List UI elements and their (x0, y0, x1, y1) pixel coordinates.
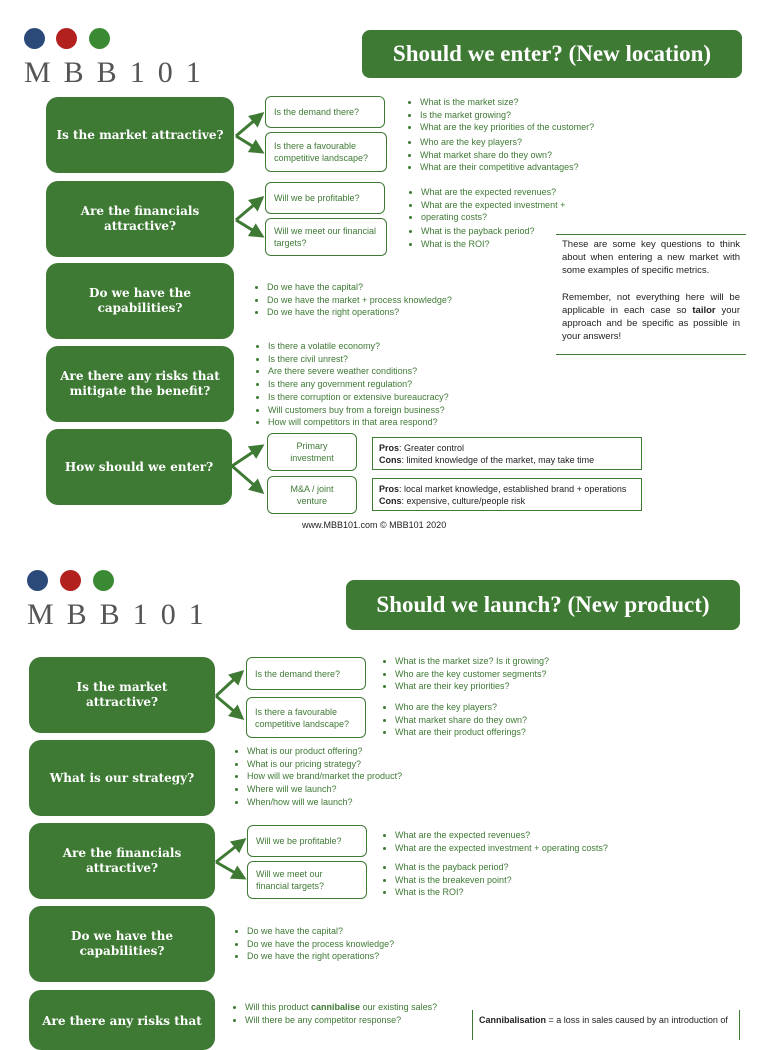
list-item: Do we have the capital? (234, 925, 394, 938)
sub-profitable: Will we be profitable? (247, 825, 367, 857)
note-bottom-rule (556, 354, 746, 355)
list-item: What market share do they own? (408, 149, 579, 162)
question-strategy: What is our strategy? (29, 740, 215, 816)
bullets-targets: What is the payback period? What is the … (379, 861, 512, 899)
list-item: Will customers buy from a foreign busine… (256, 404, 449, 417)
cannibalisation-note: Cannibalisation = a loss in sales caused… (479, 1015, 728, 1025)
question-financials-attractive: Are the financials attractive? (46, 181, 234, 257)
list-item: Do we have the capital? (255, 281, 452, 294)
bullets-capabilities: Do we have the capital? Do we have the p… (231, 925, 394, 963)
list-item: What are the expected revenues? (408, 186, 565, 199)
sub-demand: Is the demand there? (246, 657, 366, 690)
option-primary-pros-cons: Pros: Greater control Cons: limited know… (372, 437, 642, 470)
list-item: What is the ROI? (409, 238, 535, 251)
list-item: Do we have the market + process knowledg… (255, 294, 452, 305)
list-item: What is the market size? (407, 96, 594, 109)
list-item: Who are the key customer segments? (382, 668, 549, 681)
sub-ma-joint-venture: M&A / joint venture (267, 476, 357, 514)
question-capabilities: Do we have the capabilities? (29, 906, 215, 982)
sub-competitive-landscape: Is there a favourable competitive landsc… (246, 697, 366, 738)
list-item: Is the market growing? (407, 109, 594, 122)
list-item: Will there be any competitor response? (232, 1014, 437, 1027)
note-box: These are some key questions to think ab… (562, 238, 740, 357)
list-item: What is the breakeven point? (383, 874, 512, 885)
bullets-profitability: What are the expected revenues? What are… (405, 186, 565, 224)
list-item: What is our product offering? (234, 745, 402, 758)
bullets-strategy: What is our product offering? What is ou… (231, 745, 402, 809)
list-item: Do we have the process knowledge? (234, 938, 395, 949)
list-item: What are the expected investment + (408, 199, 566, 210)
logo-text: MBB101 (27, 598, 217, 631)
question-how-enter: How should we enter? (46, 429, 232, 505)
list-item: Is there a volatile economy? (256, 340, 449, 353)
logo-dot-red (56, 28, 77, 49)
list-item: When/how will we launch? (234, 796, 402, 809)
list-item: Who are the key players? (408, 136, 579, 149)
list-item: What is the ROI? (383, 886, 512, 899)
bullets-capabilities: Do we have the capital? Do we have the m… (251, 281, 452, 319)
bullets-competition: Who are the key players? What market sha… (404, 136, 579, 174)
sub-demand: Is the demand there? (265, 96, 385, 128)
bullets-demand: What is the market size? Is the market g… (404, 96, 594, 134)
list-item: operating costs? (408, 211, 565, 224)
question-market-attractive: Is the market attractive? (29, 657, 215, 733)
list-item: What are their competitive advantages? (408, 162, 579, 173)
page-title: Should we launch? (New product) (346, 580, 740, 630)
connector-arrows-sheet1 (214, 112, 265, 880)
bullets-risks: Will this product cannibalise our existi… (229, 1001, 437, 1026)
list-item: Where will we launch? (234, 783, 402, 796)
list-item: What are the expected revenues? (383, 829, 608, 842)
list-item: How will we brand/market the product? (234, 771, 403, 782)
sub-financial-targets: Will we meet our financial targets? (247, 861, 367, 899)
list-item: What are the key priorities of the custo… (407, 122, 595, 133)
list-item: Is there any government regulation? (256, 378, 449, 391)
note-paragraph-2: Remember, not everything here will be ap… (562, 292, 741, 342)
logo-dot-red (60, 570, 81, 591)
bullets-demand: What is the market size? Is it growing? … (379, 655, 549, 693)
footer-copyright: www.MBB101.com © MBB101 2020 (302, 520, 447, 530)
list-item: What is the payback period? (383, 861, 512, 874)
logo-dot-green (89, 28, 110, 49)
list-item: Is there civil unrest? (256, 353, 449, 366)
list-item: What is our pricing strategy? (234, 758, 402, 771)
question-risks: Are there any risks that (29, 990, 215, 1050)
list-item: Will this product cannibalise our existi… (232, 1002, 438, 1012)
bullets-competition: Who are the key players? What market sha… (379, 701, 527, 739)
list-item: Is there corruption or extensive bureauc… (256, 391, 449, 402)
logo-text: MBB101 (24, 56, 214, 89)
logo-dot-blue (27, 570, 48, 591)
list-item: Do we have the right operations? (234, 950, 394, 963)
question-financials-attractive: Are the financials attractive? (29, 823, 215, 899)
sub-financial-targets: Will we meet our financial targets? (265, 218, 387, 256)
list-item: How will competitors in that area respon… (256, 416, 449, 429)
question-capabilities: Do we have the capabilities? (46, 263, 234, 339)
list-item: What is the market size? Is it growing? (382, 656, 550, 666)
sub-profitable: Will we be profitable? (265, 182, 385, 214)
question-market-attractive: Is the market attractive? (46, 97, 234, 173)
bullets-targets: What is the payback period? What is the … (405, 225, 535, 250)
page-title: Should we enter? (New location) (362, 30, 742, 78)
list-item: What are their product offerings? (382, 727, 526, 738)
list-item: Do we have the right operations? (255, 306, 452, 319)
logo-dot-blue (24, 28, 45, 49)
bullets-profitability: What are the expected revenues? What are… (379, 829, 608, 854)
list-item: What is the payback period? (409, 226, 535, 236)
list-item: Are there severe weather conditions? (256, 365, 449, 378)
list-item: Who are the key players? (382, 701, 527, 714)
note-paragraph-1: These are some key questions to think ab… (562, 239, 740, 276)
note-top-rule (556, 234, 746, 235)
bullets-risks: Is there a volatile economy? Is there ci… (252, 340, 449, 429)
sub-primary-investment: Primary investment (267, 433, 357, 471)
list-item: What are the expected investment + opera… (383, 842, 608, 853)
question-risks: Are there any risks that mitigate the be… (46, 346, 234, 422)
list-item: What market share do they own? (382, 714, 528, 725)
list-item: What are their key priorities? (382, 680, 549, 693)
logo-dot-green (93, 570, 114, 591)
option-ma-pros-cons: Pros: local market knowledge, establishe… (372, 478, 642, 511)
sub-competitive-landscape: Is there a favourable competitive landsc… (265, 132, 387, 172)
